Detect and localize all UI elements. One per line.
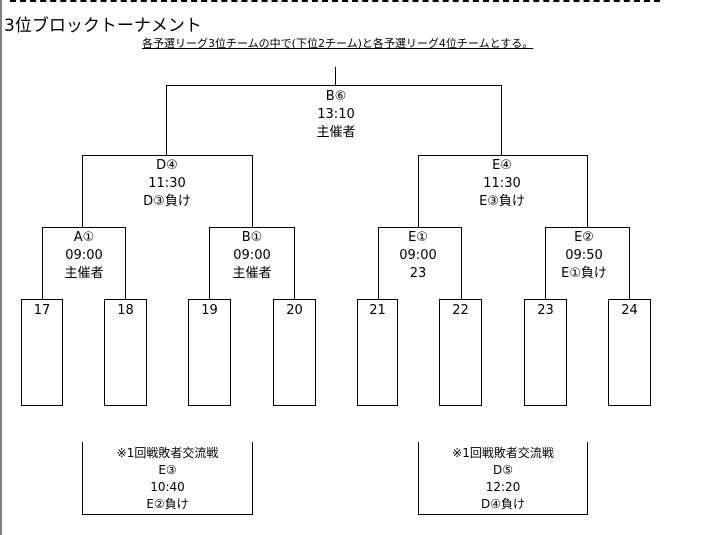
team-slot: 19 [188,299,231,406]
team-number: 23 [537,303,554,318]
qf3-bar [378,227,462,228]
semi-left-label: D④ 11:30 D③負け [97,157,237,211]
semi-right-info: E③負け [479,194,525,209]
team-slot: 23 [524,299,567,406]
final-code: B⑥ [325,89,347,104]
qf4-info: E①負け [561,266,607,281]
qf4-leg-a [545,227,546,299]
qf1-code: A① [73,230,95,245]
qf3-code: E① [408,230,428,245]
qf4-code: E② [574,230,594,245]
consolation-info: E②負け [146,497,189,511]
consolation-time: 12:20 [485,480,521,494]
semi-left-leg-b [252,155,253,227]
team-slot: 20 [273,299,316,406]
team-slot: 22 [439,299,482,406]
qf1-leg-a [42,227,43,299]
qf2-label: B① 09:00 主催者 [212,229,292,283]
qf2-code: B① [241,230,263,245]
qf2-time: 09:00 [233,248,271,263]
team-number: 24 [621,303,638,318]
page-title: 3位ブロックトーナメント [4,16,202,36]
team-number: 20 [286,303,303,318]
semi-right-code: E④ [492,158,512,173]
team-slot: 17 [21,299,63,406]
final-right-leg [501,85,502,155]
semi-right-time: 11:30 [483,176,521,191]
qf1-leg-b [125,227,126,299]
qf1-label: A① 09:00 主催者 [44,229,124,283]
qf3-label: E① 09:00 23 [378,229,458,283]
semi-right-leg-b [587,155,588,227]
final-stem [335,67,336,85]
semi-left-time: 11:30 [148,176,186,191]
semi-left-code: D④ [156,158,178,173]
consolation-time: 10:40 [150,480,185,494]
team-number: 18 [117,303,134,318]
semi-left-bar [82,155,253,156]
final-left-leg [166,85,167,155]
qf4-time: 09:50 [565,248,603,263]
qf3-leg-b [461,227,462,299]
semi-right-leg-a [418,155,419,227]
final-info: 主催者 [316,125,356,140]
consolation-code: D⑤ [493,463,513,477]
page-break-line [10,0,660,2]
semi-left-leg-a [82,155,83,227]
team-number: 17 [33,303,51,318]
left-border [0,0,2,535]
qf2-leg-a [209,227,210,299]
qf4-bar [545,227,630,228]
team-slot: 18 [104,299,147,406]
team-number: 19 [201,303,218,318]
consolation-heading: ※1回戦敗者交流戦 [116,446,219,460]
qf4-leg-b [629,227,630,299]
semi-left-info: D③負け [143,194,191,209]
consolation-code: E③ [158,463,177,477]
final-match-label: B⑥ 13:10 主催者 [266,88,406,142]
consolation-match-left: ※1回戦敗者交流戦 E③ 10:40 E②負け [82,442,253,515]
qf2-bar [209,227,295,228]
qf1-bar [42,227,126,228]
qf3-leg-a [378,227,379,299]
semi-right-bar [418,155,588,156]
final-time: 13:10 [317,107,355,122]
consolation-info: D④負け [481,497,525,511]
eligibility-note: 各予選リーグ3位チームの中で(下位2チーム)と各予選リーグ4位チームとする。 [142,37,534,50]
semi-right-label: E④ 11:30 E③負け [432,157,572,211]
qf3-time: 09:00 [399,248,437,263]
team-slot: 24 [608,299,651,406]
qf1-info: 主催者 [64,266,104,281]
consolation-match-right: ※1回戦敗者交流戦 D⑤ 12:20 D④負け [418,442,588,515]
final-bar [166,85,502,86]
qf4-label: E② 09:50 E①負け [544,229,624,283]
qf3-info: 23 [409,266,427,281]
team-number: 22 [452,303,469,318]
qf1-time: 09:00 [65,248,103,263]
qf2-info: 主催者 [232,266,272,281]
consolation-heading: ※1回戦敗者交流戦 [452,446,554,460]
qf2-leg-b [294,227,295,299]
team-slot: 21 [357,299,398,406]
team-number: 21 [369,303,386,318]
